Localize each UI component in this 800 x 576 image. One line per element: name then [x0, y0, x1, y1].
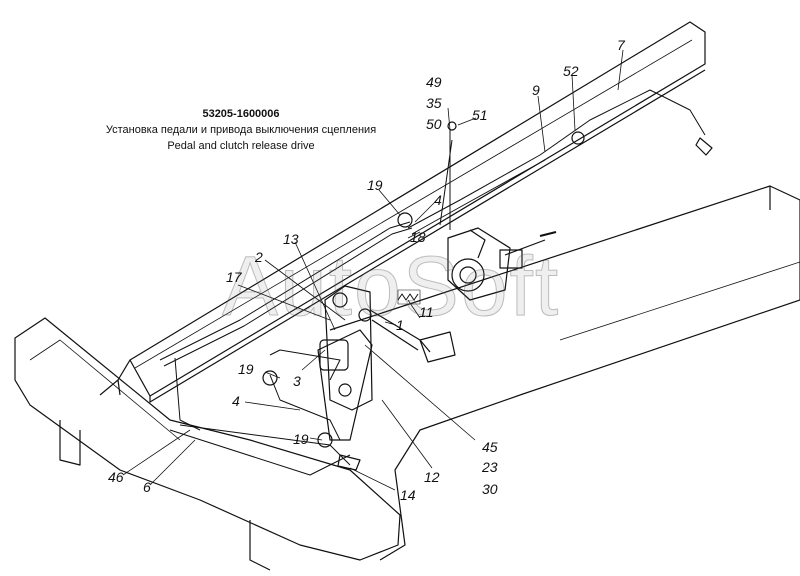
- callout-19-mid: 19: [238, 361, 254, 377]
- callout-12: 12: [424, 469, 440, 485]
- callout-23: 23: [482, 459, 498, 475]
- pedal-bracket: [317, 285, 373, 441]
- upper-frame-rail: [99, 21, 706, 403]
- callout-46: 46: [108, 469, 124, 485]
- callout-4-mid: 4: [232, 393, 240, 409]
- callout-6: 6: [143, 479, 151, 495]
- callout-45: 45: [482, 439, 498, 455]
- fittings: [262, 121, 713, 471]
- callout-14: 14: [400, 487, 416, 503]
- callout-7: 7: [617, 37, 625, 53]
- callout-30: 30: [482, 481, 498, 497]
- cross-member: [14, 317, 401, 571]
- callout-49: 49: [426, 74, 442, 90]
- title-ru: Установка педали и привода выключения сц…: [105, 124, 377, 136]
- callout-1: 1: [396, 317, 404, 333]
- callout-19-low: 19: [293, 431, 309, 447]
- callout-9: 9: [532, 82, 540, 98]
- callout-35: 35: [426, 95, 442, 111]
- watermark: AutoSoft: [221, 239, 561, 334]
- title-block: 53205-1600006 Установка педали и привода…: [80, 106, 402, 154]
- title-en: Pedal and clutch release drive: [167, 140, 315, 152]
- callout-13: 13: [283, 231, 299, 247]
- callout-17: 17: [226, 269, 242, 285]
- callout-4-top: 4: [434, 192, 442, 208]
- pneumatic-booster: [447, 227, 557, 301]
- callout-2: 2: [255, 249, 263, 265]
- return-spring: [397, 289, 421, 305]
- callout-52: 52: [563, 63, 579, 79]
- callout-3: 3: [293, 373, 301, 389]
- callout-51: 51: [472, 107, 488, 123]
- lower-frame-rail: [329, 185, 800, 561]
- callout-18: 18: [410, 229, 426, 245]
- clutch-pedal: [369, 309, 456, 363]
- fluid-lines: [159, 89, 706, 476]
- drawing-code: 53205-1600006: [202, 108, 280, 120]
- callout-50: 50: [426, 116, 442, 132]
- leader-lines: [122, 49, 624, 491]
- callout-19-top: 19: [367, 177, 383, 193]
- callout-11: 11: [419, 304, 434, 320]
